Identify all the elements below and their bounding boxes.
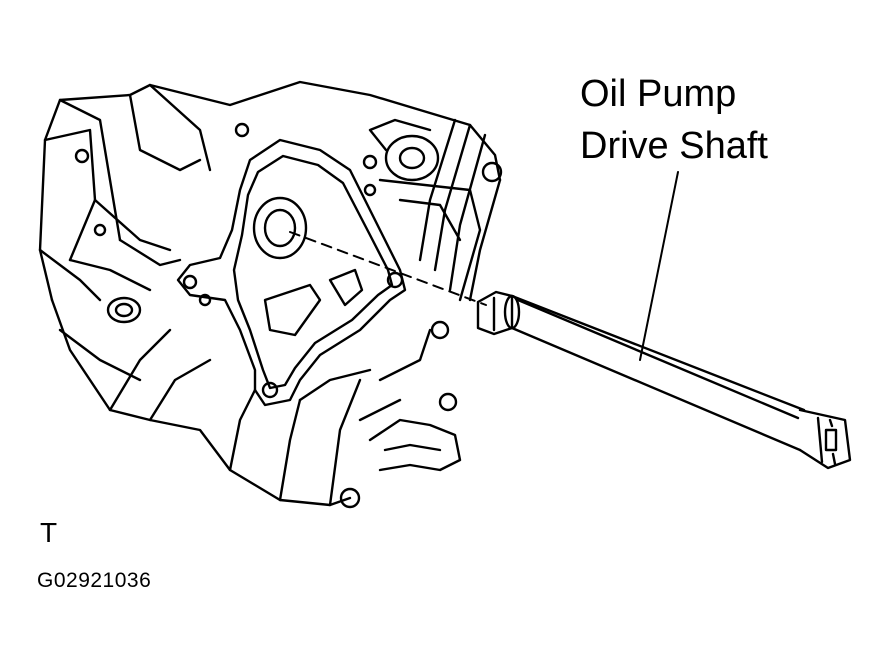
corner-marker: T bbox=[40, 517, 58, 548]
drive-shaft bbox=[476, 290, 852, 470]
engine-block bbox=[38, 80, 503, 509]
callout-label: Oil Pump Drive Shaft bbox=[580, 68, 768, 172]
figure-code: G02921036 bbox=[37, 569, 152, 592]
oil-pump-housing bbox=[176, 122, 407, 407]
callout-line-1: Oil Pump bbox=[580, 73, 737, 115]
callout-leader bbox=[639, 171, 679, 361]
alignment-line bbox=[289, 231, 487, 306]
callout-line-2: Drive Shaft bbox=[580, 125, 768, 167]
